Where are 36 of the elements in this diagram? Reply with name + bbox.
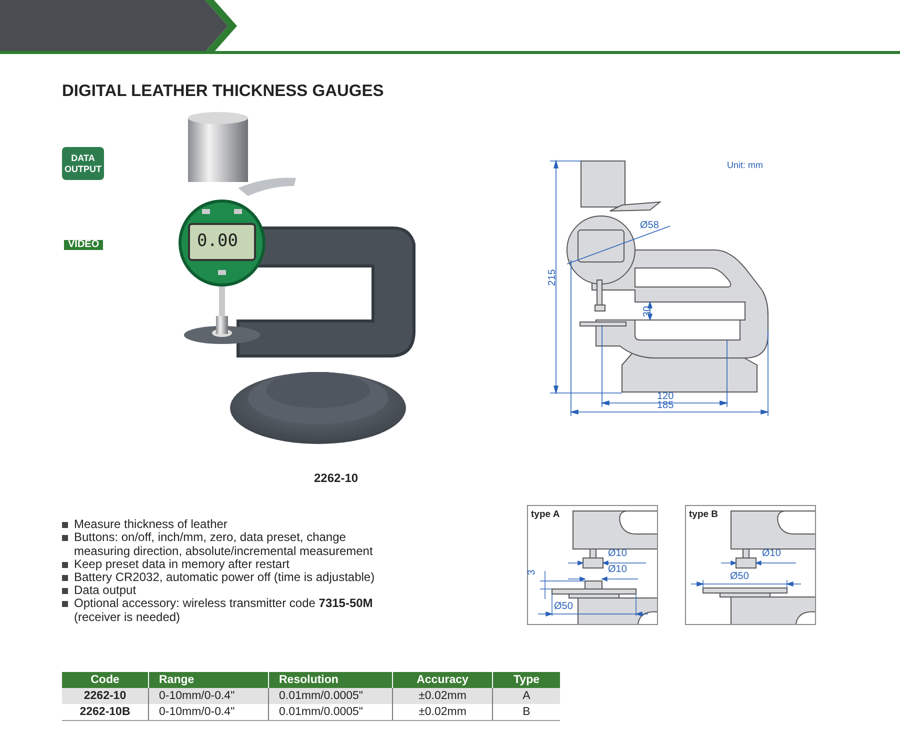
dimension-text: Ø10 (608, 564, 627, 575)
dimension-text: 215 (546, 269, 558, 286)
dimension-text: 120 (657, 391, 674, 402)
panel-heading: type B (689, 509, 718, 520)
table-header-cell: Range (148, 672, 268, 688)
dimension-text: 185 (657, 400, 674, 411)
page-title: DIGITAL LEATHER THICKNESS GAUGES (62, 82, 384, 101)
table-header-cell: Code (62, 672, 148, 688)
panel-heading: type A (531, 509, 560, 520)
bullet-item: Keep preset data in memory after restart (62, 558, 384, 572)
unit-note: Unit: mm (727, 159, 763, 172)
video-caption: VIDEO (64, 240, 104, 250)
dimension-text: Ø10 (762, 548, 781, 559)
dimension-text: Ø50 (730, 571, 749, 582)
detail-panel (685, 505, 816, 625)
table-header-cell: Type (492, 672, 560, 688)
dimension-text: Ø58 (640, 220, 659, 231)
table-cell: 0.01mm/0.0005" (268, 688, 392, 704)
detail-panel (527, 505, 658, 625)
dimension-text: Ø50 (554, 601, 573, 612)
bullet-item: Buttons: on/off, inch/mm, zero, data preset, change measuring direction, absolute/incremental measurement (62, 531, 384, 558)
model-number: 2262-10 (314, 471, 358, 485)
table-cell: 0-10mm/0-0.4" (148, 688, 268, 704)
bullet-item: Battery CR2032, automatic power off (time is adjustable) (62, 571, 384, 584)
table-header-cell: Accuracy (392, 672, 492, 688)
bullet-item: Data output (62, 584, 384, 598)
bullet-item: Optional accessory: wireless transmitter code 7315-50M (receiver is needed) (62, 597, 374, 624)
badge-text: DATA OUTPUT (64, 152, 102, 174)
table-header-cell: Resolution (268, 672, 392, 688)
dimension-text: 3 (526, 570, 538, 576)
bullet-item: Measure thickness of leather (62, 518, 384, 532)
table-cell: A (492, 688, 560, 704)
table-cell: ±0.02mm (392, 688, 492, 704)
data-output-badge (62, 147, 104, 180)
table-cell: 2262-10 (62, 688, 148, 704)
dimension-text: Ø10 (608, 548, 627, 559)
